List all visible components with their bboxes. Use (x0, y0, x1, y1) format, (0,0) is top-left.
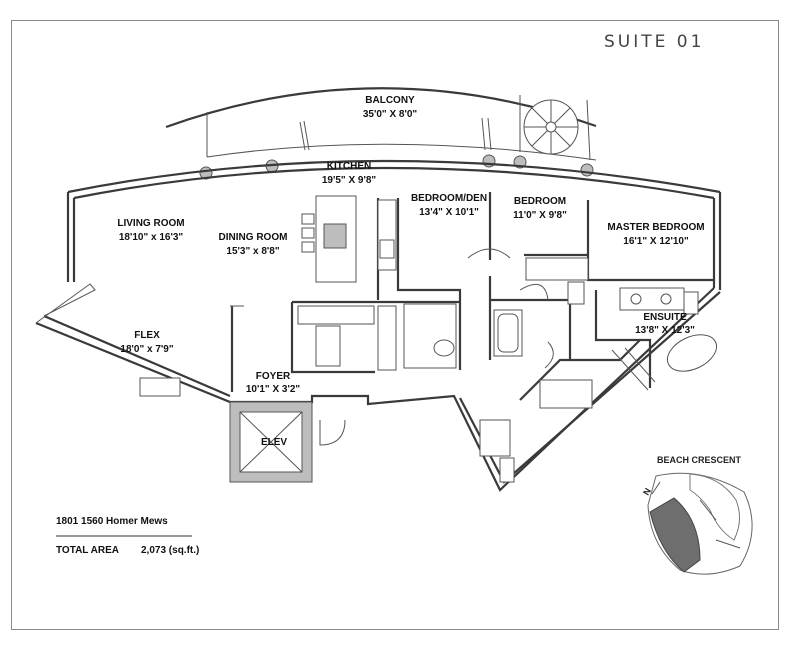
key-plan-title: BEACH CRESCENT (657, 455, 742, 465)
room-labels: BALCONY 35'0" X 8'0" KITCHEN 19'5" X 9'8… (117, 95, 704, 448)
room-size-ensuite: 13'8" X 12'3" (635, 325, 695, 336)
room-size-master-bedroom: 16'1" X 12'10" (623, 236, 689, 247)
room-size-dining-room: 15'3" x 8'8" (226, 246, 279, 257)
room-name-balcony: BALCONY (365, 95, 415, 106)
exterior-walls (35, 159, 722, 492)
column (580, 163, 594, 177)
room-size-bedroom: 11'0" X 9'8" (513, 210, 567, 221)
kitchen-fixtures (139, 195, 457, 397)
room-size-living-room: 18'10" x 16'3" (119, 232, 184, 243)
key-plan: BEACH CRESCENT N (641, 455, 753, 575)
total-area-value: 2,073 (sq.ft.) (141, 545, 199, 556)
room-name-living-room: LIVING ROOM (117, 218, 184, 229)
room-size-flex: 18'0" x 7'9" (120, 344, 173, 355)
bath-fixtures (479, 257, 718, 483)
room-name-foyer: FOYER (256, 371, 291, 382)
suite-title: SUITE 01 (604, 32, 704, 52)
room-name-flex: FLEX (134, 330, 160, 341)
room-size-bedroom-den: 13'4" X 10'1" (419, 207, 479, 218)
room-name-ensuite: ENSUITE (643, 312, 687, 323)
room-name-bedroom-den: BEDROOM/DEN (411, 193, 487, 204)
total-area-label: TOTAL AREA (56, 545, 119, 556)
room-name-master-bedroom: MASTER BEDROOM (607, 222, 704, 233)
room-size-kitchen: 19'5" X 9'8" (322, 175, 377, 186)
north-arrow-label: N (641, 486, 653, 497)
room-size-balcony: 35'0" X 8'0" (363, 109, 418, 120)
room-size-foyer: 10'1" X 3'2" (246, 384, 301, 395)
address: 1801 1560 Homer Mews (56, 516, 168, 527)
balcony-area (165, 87, 597, 161)
room-name-kitchen: KITCHEN (327, 161, 371, 172)
room-name-dining-room: DINING ROOM (219, 232, 288, 243)
info-block: 1801 1560 Homer Mews TOTAL AREA 2,073 (s… (56, 516, 199, 556)
room-name-bedroom: BEDROOM (514, 196, 566, 207)
elevator (229, 401, 313, 483)
room-name-elev: ELEV (261, 437, 287, 448)
